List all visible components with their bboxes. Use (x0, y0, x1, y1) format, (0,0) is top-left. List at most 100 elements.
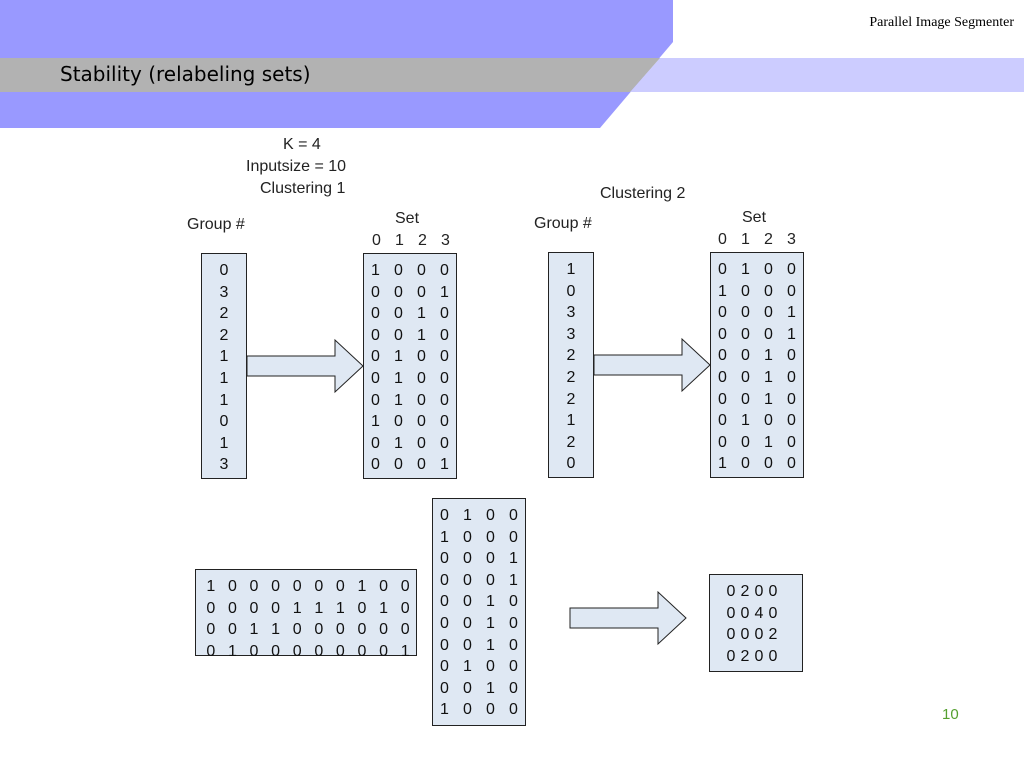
c1-group-cell: 3 (219, 283, 229, 301)
matrix-cell: 1 (206, 578, 216, 595)
matrix-cell: 0 (440, 507, 449, 524)
c2-group-cell: 2 (566, 347, 576, 365)
matrix-cell: 0 (394, 305, 403, 323)
matrix-cell: 0 (292, 642, 302, 660)
matrix-cell: 0 (440, 434, 449, 452)
inputsize-label: Inputsize = 10 (246, 158, 347, 175)
page-number: 10 (942, 706, 959, 723)
matrix-cell: 1 (486, 593, 495, 611)
matrix-cell: 0 (400, 578, 410, 595)
matrix-cell: 1 (509, 571, 518, 589)
matrix-cell: 0 (400, 599, 410, 617)
matrix-cell: 1 (486, 636, 495, 654)
c2-group-cell: 3 (566, 325, 576, 343)
matrix-cell: 0 (417, 262, 426, 279)
matrix-cell: 0 (440, 550, 449, 568)
matrix-cell: 0 (741, 390, 750, 408)
matrix-cell: 1 (394, 391, 403, 409)
matrix-cell: 1 (764, 347, 773, 365)
c2-group-label: Group # (534, 215, 592, 232)
matrix-cell: 0 (440, 679, 449, 697)
matrix-cell: 0 (718, 433, 727, 451)
c2-arrow (593, 337, 711, 393)
matrix-cell: 0 (394, 326, 403, 344)
matrix-cell: 0 (741, 455, 750, 473)
matrix-cell: 0 (787, 347, 796, 365)
matrix-cell: 1 (314, 599, 324, 617)
matrix-cell: 0 (726, 647, 736, 665)
matrix-cell: 1 (440, 701, 449, 719)
matrix-cell: 0 (440, 262, 449, 279)
matrix-cell: 0 (417, 456, 426, 474)
c2-set-label: Set (742, 209, 767, 226)
matrix-cell: 0 (787, 368, 796, 386)
matrix-cell: 0 (400, 621, 410, 639)
matrix-cell: 0 (357, 621, 367, 639)
matrix-cell: 0 (292, 621, 302, 639)
header-caption: Parallel Image Segmenter (869, 15, 1014, 30)
header-band-light (630, 58, 1024, 92)
matrix-cell: 0 (249, 642, 259, 660)
matrix-cell: 1 (371, 413, 380, 431)
c2-group-cell: 0 (566, 282, 576, 300)
matrix-cell: 0 (787, 433, 796, 451)
matrix-cell: 1 (741, 412, 750, 430)
matrix-cell: 0 (440, 413, 449, 431)
matrix-cell: 1 (371, 262, 380, 279)
matrix-cell: 1 (394, 348, 403, 366)
matrix-cell: 1 (486, 614, 495, 632)
matrix-cell: 0 (371, 283, 380, 301)
matrix-cell: 0 (463, 614, 472, 632)
slide-title: Stability (relabeling sets) (60, 62, 311, 86)
matrix-cell: 1 (292, 599, 302, 617)
matrix-cell: 0 (509, 614, 518, 632)
matrix-cell: 0 (314, 578, 324, 595)
matrix-cell: 0 (417, 369, 426, 387)
matrix-cell: 0 (768, 583, 778, 600)
header-band-gray (0, 58, 660, 92)
matrix-cell: 1 (400, 642, 410, 660)
matrix-cell: 0 (509, 593, 518, 611)
matrix-cell: 0 (726, 604, 736, 622)
c1-group-column: 0 3 2 2 1 1 1 0 1 3 (201, 253, 247, 479)
matrix-cell: 2 (740, 583, 750, 600)
matrix-cell: 0 (768, 604, 778, 622)
matrix-cell: 0 (335, 642, 345, 660)
matrix-cell: 0 (440, 348, 449, 366)
matrix-cell: 0 (726, 583, 736, 600)
matrix-cell: 0 (509, 636, 518, 654)
matrix-cell: 0 (718, 261, 727, 278)
matrix-cell: 0 (463, 636, 472, 654)
matrix-cell: 0 (509, 658, 518, 676)
c2-group-cell: 3 (566, 304, 576, 322)
matrix-cell: 0 (394, 413, 403, 431)
c1-group-cell: 2 (219, 326, 229, 344)
c2-set-header: 0 1 2 3 (711, 231, 803, 249)
matrix-cell: 0 (417, 413, 426, 431)
matrix-cell: 0 (764, 325, 773, 343)
matrix-cell: 1 (379, 599, 388, 617)
c2-group-cell: 1 (566, 412, 576, 430)
matrix-cell: 0 (740, 604, 750, 622)
matrix-cell: 0 (509, 528, 518, 546)
matrix-cell: 0 (718, 368, 727, 386)
